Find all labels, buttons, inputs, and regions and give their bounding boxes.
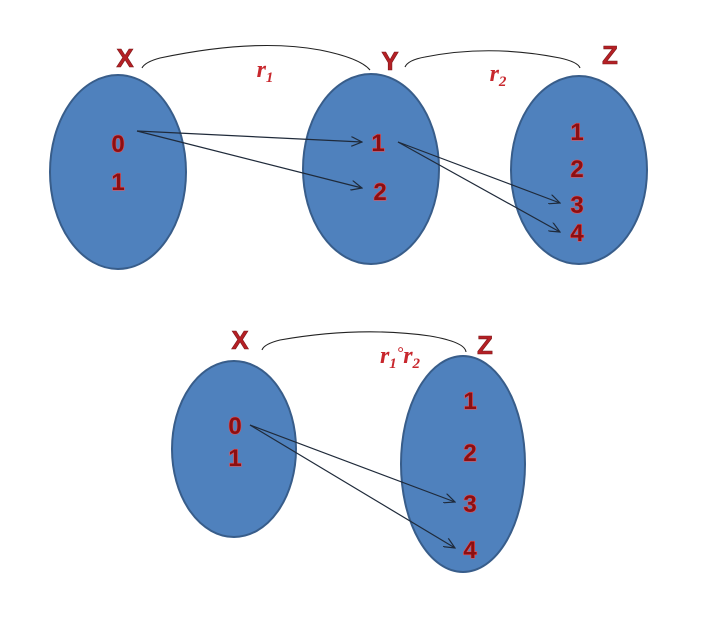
arrow-x0-y1 [136,130,362,142]
x-element-1: 1 [228,445,241,472]
x-element-0: 0 [111,131,124,158]
relation-subscript: 2 [412,356,421,372]
y-element-1: 1 [371,130,384,157]
relation-base: r [403,343,413,369]
x-element-1: 1 [111,169,124,196]
relation-base: r [380,343,390,369]
z-element-1: 1 [463,388,476,415]
arrow-x0-z3 [249,424,455,502]
relation-arc-r2 [404,50,581,69]
z-element-2: 2 [463,440,476,467]
arrow-y1-z3 [397,141,560,203]
set-y-label: Y [381,46,398,76]
composed-set-x-label: X [231,325,249,355]
composed-set-z-label: Z [477,330,493,360]
relation-base: r [490,61,500,87]
z-element-4: 4 [463,537,477,564]
composition-operator: ° [397,345,404,362]
x-element-0: 0 [228,413,241,440]
z-element-2: 2 [570,156,583,183]
y-element-2: 2 [373,179,386,206]
set-y-ellipse [302,73,440,265]
top-diagram: X Y Z r1 r2 0 1 1 2 1 2 3 4 [49,40,648,270]
composed-set-z-ellipse [400,355,526,573]
z-element-1: 1 [570,119,583,146]
composition-label: r1°r2 [380,343,421,372]
relation-r2-label: r2 [490,61,507,90]
bottom-diagram: X Z r1°r2 0 1 1 2 3 4 [171,325,526,573]
set-z-ellipse [510,75,648,265]
z-element-3: 3 [570,192,583,219]
arrow-x0-z4 [249,424,455,548]
arrow-y1-z4 [397,141,560,232]
z-element-3: 3 [463,491,476,518]
relation-base: r [257,57,267,83]
relation-subscript: 2 [498,74,507,90]
set-x-ellipse [49,74,187,270]
relation-arc-composition [261,331,467,353]
arrow-x0-y2 [136,130,362,188]
set-z-label: Z [602,40,618,70]
set-x-label: X [116,43,134,73]
composed-set-x-ellipse [171,360,297,538]
relation-subscript: 1 [389,356,397,372]
relation-subscript: 1 [266,70,274,86]
z-element-4: 4 [570,220,584,247]
relation-arc-r1 [141,44,371,71]
relation-r1-label: r1 [257,57,274,86]
